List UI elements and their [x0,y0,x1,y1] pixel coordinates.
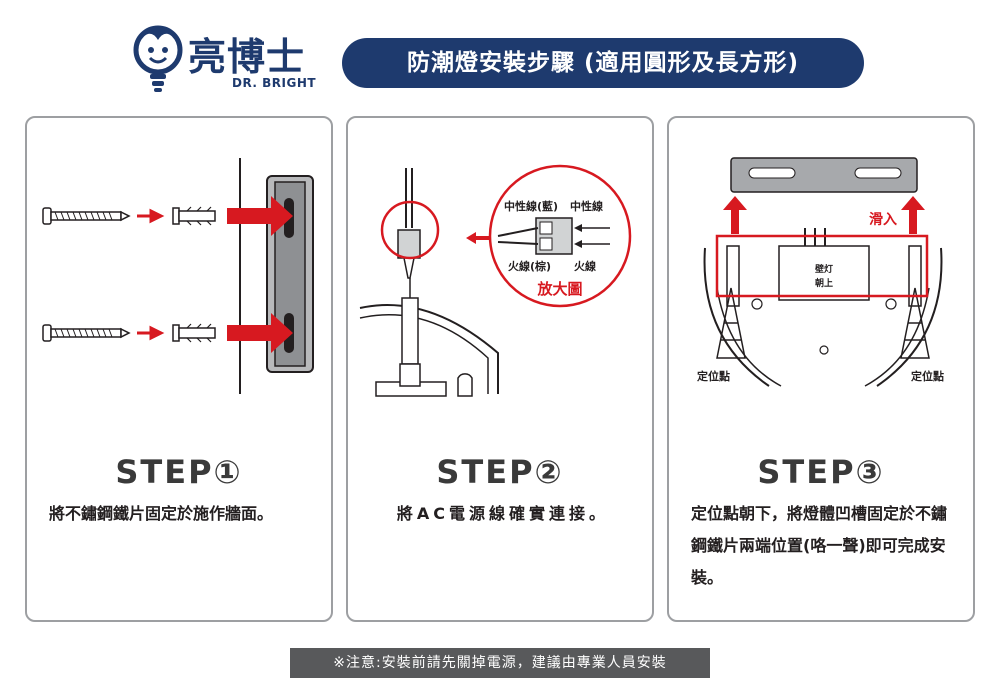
step-1-label: STEP① [115,453,243,491]
screw-icon [42,207,131,225]
step-3-label: STEP③ [757,453,885,491]
header: 亮博士 DR. BRIGHT 防潮燈安裝步驟 (適用圓形及長方形) [0,0,1000,110]
arrow-right-icon [137,325,165,341]
step-2-description: 將AC電源線確實連接。 [396,504,610,523]
step-3-description: 定位點朝下，將燈體凹槽固定於不鏽鋼鐵片兩端位置(咯一聲)即可完成安裝。 [691,504,948,587]
wall-anchor-icon [172,323,216,343]
callout-zoom-label: 放大圖 [536,280,582,298]
big-arrow-right-icon [227,196,293,236]
step-1-panel: STEP① 將不鏽鋼鐵片固定於施作牆面。 [25,116,333,622]
callout-anchor-right: 定位點 [911,369,944,383]
callout-anchor-left: 定位點 [697,369,730,383]
callout-live-brown: 火線(棕) [508,259,551,273]
brand-name-en: DR. BRIGHT [232,76,317,90]
brand-name-cn: 亮博士 [188,35,306,79]
highlight-box [715,234,929,298]
callout-neutral: 中性線 [570,199,603,213]
arrow-left-icon [466,232,498,244]
wall-anchor-icon [172,206,216,226]
step-2-panel: 中性線(藍) 中性線 火線(棕) 火線 放大圖 STEP② 將AC電源線確實連接… [346,116,654,622]
bulb-mascot-icon [133,25,183,92]
step-1-illustration [42,158,314,394]
step-3-illustration: 滑入 壁灯 朝上 定位點 定位點 [697,157,944,387]
zoom-circle [380,200,440,260]
screw-icon [42,324,131,342]
step-1-description: 將不鏽鋼鐵片固定於施作牆面。 [49,504,274,523]
arrow-right-icon [137,208,165,224]
safety-notice: ※注意:安裝前請先關掉電源，建議由專業人員安裝 [290,648,710,678]
callout-neutral-blue: 中性線(藍) [504,199,558,213]
page-title: 防潮燈安裝步驟 (適用圓形及長方形) [342,38,864,88]
big-arrow-right-icon [227,313,293,353]
mount-label-line1: 壁灯 [815,263,833,275]
arrow-up-icon [901,196,925,234]
mount-label-line2: 朝上 [815,277,833,289]
callout-slide-in: 滑入 [869,211,897,228]
step-3-panel: 滑入 壁灯 朝上 定位點 定位點 STEP③ 定位點朝下，將燈體凹槽固定於不鏽鋼… [667,116,975,622]
step-2-illustration: 中性線(藍) 中性線 火線(棕) 火線 放大圖 [359,164,632,397]
step-2-label: STEP② [436,453,564,491]
arrow-up-icon [723,196,747,234]
brand-logo: 亮博士 DR. BRIGHT [130,18,330,98]
callout-live: 火線 [574,259,596,273]
